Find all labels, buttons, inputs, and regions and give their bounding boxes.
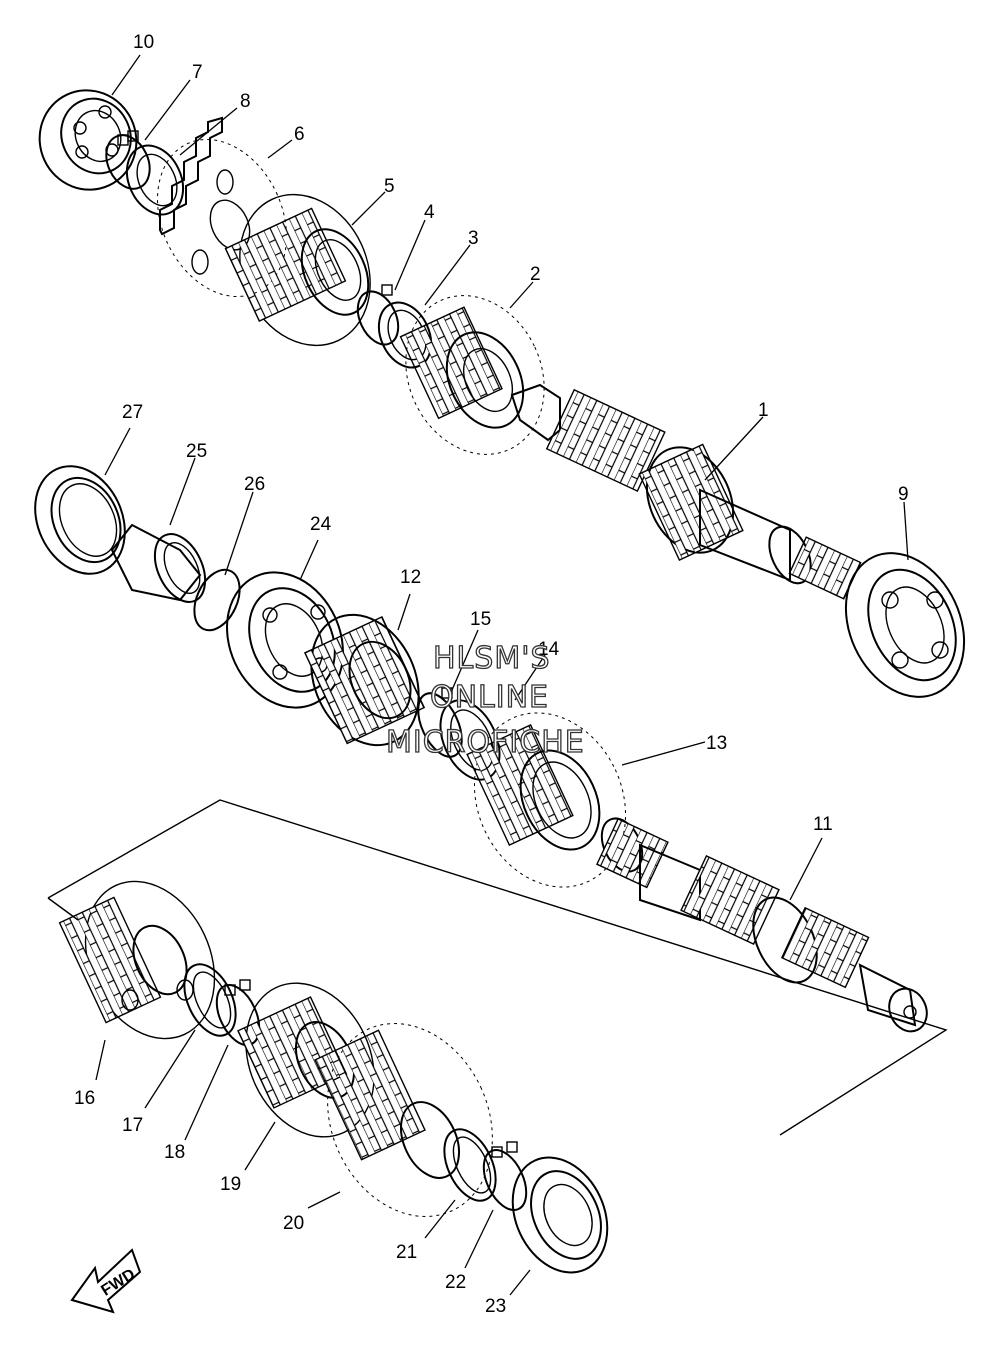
part-5-gear <box>224 193 371 347</box>
callout-20: 20 <box>283 1213 304 1234</box>
callout-27: 27 <box>122 402 143 423</box>
watermark-line-3: MICROFICHE <box>386 725 585 760</box>
callout-12: 12 <box>400 567 421 588</box>
callout-23: 23 <box>485 1296 506 1317</box>
part-21-washer <box>443 1128 497 1202</box>
part-10-bearing <box>38 89 138 191</box>
callout-5: 5 <box>384 176 395 197</box>
callout-17: 17 <box>122 1115 143 1136</box>
part-27-oil-seal <box>34 465 126 575</box>
callout-8: 8 <box>240 91 251 112</box>
fwd-arrow-icon: FWD <box>70 1248 142 1314</box>
fwd-label: FWD <box>98 1266 138 1300</box>
callout-25: 25 <box>186 441 207 462</box>
part-11-drive-axle <box>596 817 928 1033</box>
callout-26: 26 <box>244 474 265 495</box>
callout-21: 21 <box>396 1242 417 1263</box>
part-2-gear <box>399 295 545 455</box>
part-22-circlip <box>482 1141 528 1211</box>
callout-4: 4 <box>424 202 435 223</box>
callout-1: 1 <box>758 400 769 421</box>
part-15-circlip <box>417 687 463 758</box>
part-8-washer <box>125 144 185 216</box>
part-9-bearing <box>844 552 966 698</box>
callout-16: 16 <box>74 1088 95 1109</box>
part-13-gear <box>466 712 627 888</box>
part-12-gear <box>303 613 426 747</box>
callout-11: 11 <box>813 814 833 835</box>
leader-lines <box>95 54 909 1296</box>
part-23-bearing <box>511 1156 609 1274</box>
callout-24: 24 <box>310 514 332 535</box>
callout-7: 7 <box>192 62 203 83</box>
watermark-line-2: ONLINE <box>430 680 549 715</box>
callout-6: 6 <box>294 124 305 145</box>
callout-18: 18 <box>164 1142 185 1163</box>
callout-2: 2 <box>530 264 541 285</box>
callout-3: 3 <box>468 228 479 249</box>
part-16-gear <box>58 880 216 1040</box>
callout-labels: 10 7 8 6 5 4 3 2 1 9 27 25 26 24 12 15 1… <box>74 32 909 1317</box>
watermark: HLSM'S ONLINE MICROFICHE <box>385 640 585 760</box>
callout-15: 15 <box>470 609 491 630</box>
part-26-o-ring <box>193 568 241 632</box>
callout-19: 19 <box>220 1174 241 1195</box>
callout-13: 13 <box>706 733 727 754</box>
watermark-line-1: HLSM'S <box>433 641 551 676</box>
part-4-circlip <box>356 284 400 346</box>
part-1-main-axle <box>510 383 862 600</box>
callout-10: 10 <box>133 32 154 53</box>
callout-9: 9 <box>898 484 909 505</box>
callout-22: 22 <box>445 1272 466 1293</box>
part-20-gear <box>314 1023 493 1217</box>
callout-14: 14 <box>538 639 560 660</box>
part-25-collar <box>110 523 207 603</box>
